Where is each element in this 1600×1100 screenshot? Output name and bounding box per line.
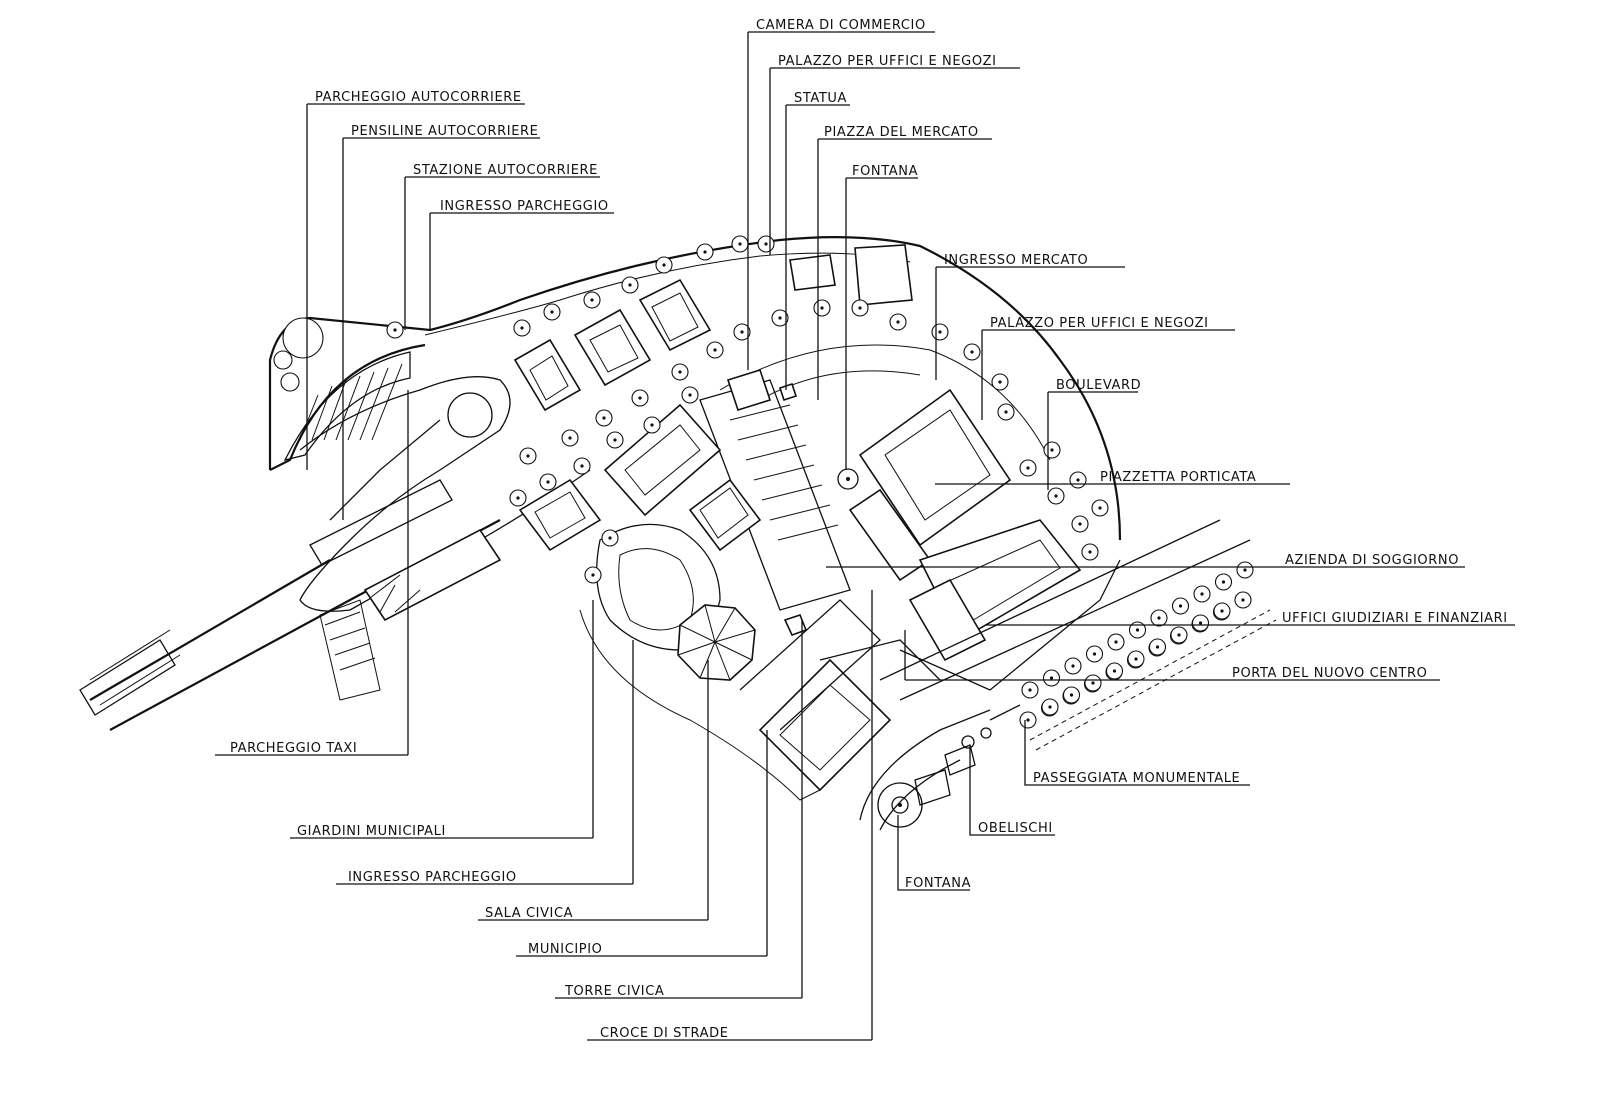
tree-center: [1048, 705, 1052, 709]
tree-center: [764, 242, 768, 246]
tree-center: [970, 350, 974, 354]
tree-center: [1220, 609, 1224, 613]
label-ingresso-mercato: INGRESSO MERCATO: [944, 253, 1088, 268]
plan-linework: [79, 236, 1277, 831]
sala-civica-octagon: [677, 604, 756, 681]
tree-center: [1243, 568, 1247, 572]
tree-center: [713, 348, 717, 352]
tree-center: [1069, 693, 1074, 697]
fontana-south-symbol: [877, 782, 923, 828]
tree-center: [591, 573, 595, 577]
label-parcheggio-autocorriere: PARCHEGGIO AUTOCORRIERE: [315, 90, 522, 105]
tree-center: [602, 416, 606, 420]
tree-center: [1078, 522, 1082, 526]
label-ingresso-parcheggio-bottom: INGRESSO PARCHEGGIO: [348, 870, 517, 885]
tree-center: [740, 330, 744, 334]
tree-center: [1178, 604, 1183, 608]
tree-center: [520, 326, 524, 330]
label-croce-strade: CROCE DI STRADE: [600, 1026, 729, 1041]
tree-center: [896, 320, 900, 324]
label-ingresso-parcheggio-top: INGRESSO PARCHEGGIO: [440, 199, 609, 214]
label-palazzo-uffici-1: PALAZZO PER UFFICI E NEGOZI: [778, 54, 997, 69]
tree-center: [393, 328, 397, 332]
tree-center: [1221, 580, 1226, 584]
tree-center: [1026, 466, 1030, 470]
tree-center: [1028, 688, 1032, 692]
tree-center: [580, 464, 584, 468]
tree-center: [1241, 598, 1245, 602]
tree-center: [608, 536, 612, 540]
tree-center: [778, 316, 782, 320]
tree-center: [998, 380, 1002, 384]
tree-center: [1088, 550, 1092, 554]
label-piazzetta-porticata: PIAZZETTA PORTICATA: [1100, 470, 1256, 485]
tree-center: [738, 242, 742, 246]
label-palazzo-uffici-2: PALAZZO PER UFFICI E NEGOZI: [990, 316, 1209, 331]
label-piazza-mercato: PIAZZA DEL MERCATO: [824, 125, 979, 140]
tree-symbol: [282, 317, 324, 359]
tree-center: [550, 310, 554, 314]
label-giardini-municipali: GIARDINI MUNICIPALI: [297, 824, 446, 839]
hatch-bus-shelter: [299, 363, 403, 441]
label-azienda-soggiorno: AZIENDA DI SOGGIORNO: [1285, 553, 1459, 568]
label-municipio: MUNICIPIO: [528, 942, 603, 957]
tree-center: [1200, 592, 1204, 596]
tree-center: [650, 423, 654, 427]
tree-center: [1091, 681, 1095, 685]
tree-center: [1157, 616, 1161, 620]
tree-center: [1026, 718, 1030, 722]
label-passeggiata-monumentale: PASSEGGIATA MONUMENTALE: [1033, 771, 1240, 786]
label-pensiline-autocorriere: PENSILINE AUTOCORRIERE: [351, 124, 538, 139]
tree-center: [1098, 506, 1102, 510]
tree-center: [546, 480, 550, 484]
tree-center: [1004, 410, 1008, 414]
label-obelischi: OBELISCHI: [978, 821, 1053, 836]
tree-center: [526, 454, 530, 458]
label-fontana-top: FONTANA: [852, 164, 918, 179]
label-stazione-autocorriere: STAZIONE AUTOCORRIERE: [413, 163, 598, 178]
label-sala-civica: SALA CIVICA: [485, 906, 573, 921]
label-uffici-giudiziari: UFFICI GIUDIZIARI E FINANZIARI: [1282, 611, 1508, 626]
tree-center: [938, 330, 942, 334]
tree-center: [1114, 640, 1118, 644]
tree-center: [1071, 664, 1075, 668]
tree-center: [613, 438, 617, 442]
label-statua: STATUA: [794, 91, 847, 106]
label-porta-nuovo-centro: PORTA DEL NUOVO CENTRO: [1232, 666, 1427, 681]
tree-symbol: [280, 372, 300, 392]
tree-center: [516, 496, 520, 500]
tree-center: [638, 396, 642, 400]
tree-center: [1049, 676, 1054, 680]
tree-symbol: [273, 350, 293, 370]
labels: CAMERA DI COMMERCIO PALAZZO PER UFFICI E…: [230, 18, 1508, 1041]
label-fontana-bottom: FONTANA: [905, 876, 971, 891]
label-boulevard: BOULEVARD: [1056, 378, 1141, 393]
tree-center: [1155, 645, 1160, 649]
tree-center: [703, 250, 707, 254]
tree-center: [590, 298, 594, 302]
label-parcheggio-taxi: PARCHEGGIO TAXI: [230, 741, 357, 756]
tree-center: [1112, 669, 1117, 673]
tree-center: [1050, 448, 1054, 452]
tree-center: [678, 370, 682, 374]
tree-center: [568, 436, 572, 440]
fontana-top-symbol: [837, 468, 859, 490]
tree-center: [1198, 621, 1203, 625]
tree-center: [628, 283, 632, 287]
tree-center: [820, 306, 824, 310]
tree-center: [662, 263, 666, 267]
tree-center: [688, 393, 692, 397]
tree-center: [1076, 478, 1080, 482]
tree-center: [1134, 657, 1138, 661]
label-camera-commercio: CAMERA DI COMMERCIO: [756, 18, 926, 33]
leader-lines: [215, 31, 1515, 1041]
label-torre-civica: TORRE CIVICA: [564, 984, 664, 999]
tree-center: [1135, 628, 1140, 632]
tree-center: [1177, 633, 1181, 637]
tree-center: [1054, 494, 1058, 498]
tree-center: [858, 306, 862, 310]
tree-center: [1092, 652, 1097, 656]
